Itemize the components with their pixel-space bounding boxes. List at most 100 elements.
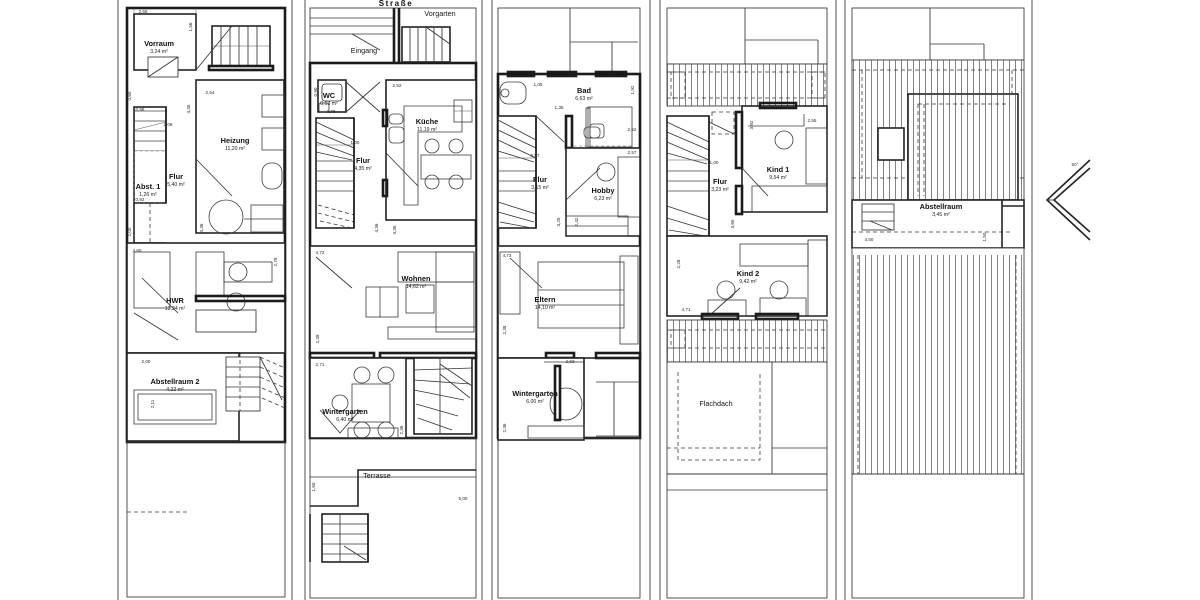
room-area: 6,00 m² — [526, 399, 544, 405]
dimension-label: 2,36 — [399, 425, 404, 434]
dimension-label: 4,60 — [133, 248, 142, 253]
room-name: Wintergarten — [512, 389, 558, 398]
dimension-label: 2,08 — [164, 122, 173, 127]
dimension-label: 1,05 — [534, 82, 543, 87]
room-area: 11,19 m² — [417, 127, 437, 133]
dimension-label: 0,90 — [313, 87, 318, 96]
dimension-label: 2,00 — [142, 359, 151, 364]
dimension-label: 2,11 — [150, 399, 155, 408]
abstellraum-stair — [861, 203, 895, 231]
dimension-label: 2,71 — [316, 362, 325, 367]
room-area: 3,23 m² — [711, 187, 729, 193]
room-name: Eltern — [535, 295, 556, 304]
room-area: 4,22 m² — [166, 387, 184, 393]
stair-og — [497, 115, 537, 229]
room-label: Vorgarten — [424, 9, 455, 18]
dimension-label: 5,00 — [459, 496, 468, 501]
room-area: 14,10 m² — [535, 305, 556, 311]
dimension-label: 1,56 — [188, 22, 193, 31]
plan-dachaufsicht — [851, 7, 1025, 599]
room-label: Terrasse — [363, 471, 391, 480]
dimension-label: 2,57 — [628, 150, 637, 155]
room-area: 11,20 m² — [225, 146, 245, 152]
dimension-label: 4,36 — [199, 223, 204, 232]
dimension-label: 4,35 — [186, 104, 191, 113]
room-label: Flachdach — [699, 399, 732, 408]
dimension-label: 0,70 — [327, 109, 336, 114]
room-name: Bad — [577, 86, 591, 95]
plan-dachgeschoss — [666, 7, 828, 599]
dimension-label: 2,38 — [502, 325, 507, 334]
dimension-label: 0,97 — [531, 153, 540, 158]
roof-joist-band-bottom — [666, 319, 828, 363]
room-name: Flur — [356, 156, 370, 165]
room-name: Abst. 1 — [136, 182, 161, 191]
room-label: Abstellraum 24,22 m² — [151, 377, 200, 393]
room-name: Vorraum — [144, 39, 174, 48]
dimension-label: 0,92 — [136, 197, 145, 202]
room-name: Wintergarten — [322, 407, 368, 416]
room-name: Kind 1 — [767, 165, 790, 174]
room-label: Abst. 11,26 m² — [136, 182, 161, 198]
stair-cellar — [133, 106, 167, 204]
dimension-label: 2,28 — [676, 259, 681, 268]
dimension-label: 2,56 — [139, 9, 148, 14]
stair-lower-dashed — [225, 353, 286, 412]
room-name: Heizung — [221, 136, 250, 145]
dimension-label: 1,50 — [982, 232, 987, 241]
dimension-label: 1,92 — [630, 85, 635, 94]
room-name: Eingang — [351, 46, 377, 55]
room-name: WC — [323, 91, 336, 100]
room-area: 9,42 m² — [739, 279, 757, 285]
room-name: Vorgarten — [424, 9, 455, 18]
dimension-label: 1,00 — [710, 160, 719, 165]
room-area: 13,34 m² — [165, 306, 186, 312]
room-area: 6,40 m² — [336, 417, 354, 423]
room-name: Abstellraum — [920, 202, 963, 211]
stair-eg-rear — [413, 357, 473, 435]
room-area: 3,45 m² — [932, 212, 950, 218]
entry-steps — [310, 17, 394, 51]
stair-dg — [666, 111, 735, 237]
room-area: 14,62 m² — [406, 284, 427, 290]
vorgarten-stair — [401, 26, 451, 63]
dimension-label: 2,78 — [273, 257, 278, 266]
room-name: Kind 2 — [737, 269, 760, 278]
room-name: Flur — [169, 172, 183, 181]
dimension-label: 3,65 — [730, 219, 735, 228]
room-area: 9,54 m² — [769, 175, 787, 181]
dimension-label: 4,36 — [374, 223, 379, 232]
roof-field-lower — [851, 247, 1025, 475]
room-label: Kind 19,54 m² — [767, 165, 790, 181]
terrace-stair — [309, 469, 476, 563]
room-name: Küche — [416, 117, 439, 126]
dimension-label: 4,35 — [392, 225, 397, 234]
dimension-label: 2,00 — [127, 227, 132, 236]
room-label: WC0,63 m² — [320, 91, 338, 107]
dimension-label: 0,98 — [136, 107, 145, 112]
room-area: 1,26 m² — [139, 192, 157, 198]
room-name: Flachdach — [699, 399, 732, 408]
dimension-label: 1,60 — [311, 482, 316, 491]
room-name: HWR — [166, 296, 184, 305]
room-area: 6,23 m² — [594, 196, 612, 202]
dimension-label: 3,92 — [749, 120, 754, 129]
dimension-label: 2,52 — [628, 127, 637, 132]
dimension-label: 2,63 — [566, 359, 575, 364]
plan-kellergeschoss — [125, 6, 287, 598]
street-label: Straße — [379, 0, 414, 8]
sheet-column-rules — [117, 0, 1033, 600]
stair-eg — [315, 117, 355, 229]
dimension-label: 4,71 — [682, 307, 691, 312]
